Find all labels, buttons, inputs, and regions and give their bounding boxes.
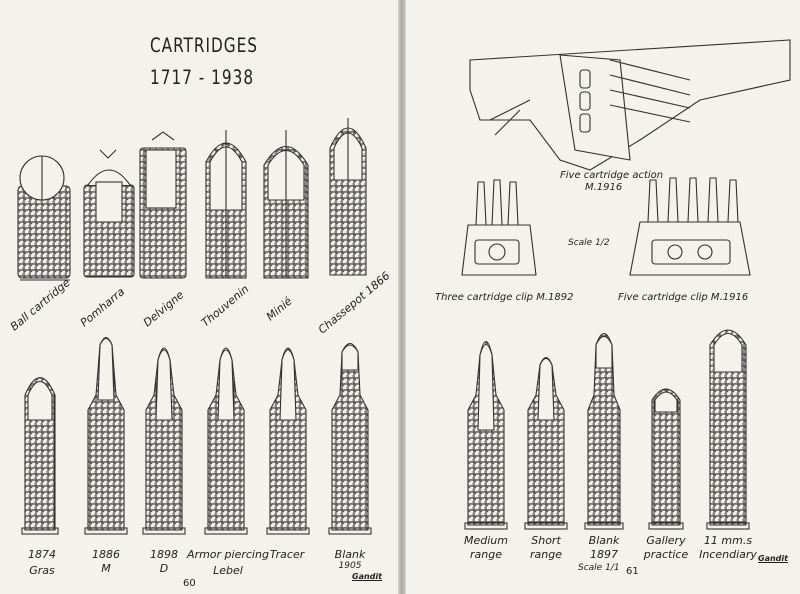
label-practice: practice — [643, 548, 689, 561]
label-1898-year: 1898 — [150, 548, 178, 561]
m-1886-drawing — [84, 336, 128, 535]
short-range-drawing — [524, 356, 568, 530]
three-cartridge-clip-drawing — [461, 179, 537, 276]
five-cartridge-action-drawing — [469, 39, 791, 171]
label-11mm: 11 mm.s — [703, 534, 753, 547]
armor-piercing-lebel-drawing — [204, 347, 248, 535]
page-number-left: 60 — [183, 578, 196, 589]
action-caption: Five cartridge action — [560, 170, 664, 181]
scale-half: Scale 1/2 — [568, 238, 610, 248]
delvigne-cartridge-drawing — [139, 131, 187, 279]
label-1898-name: D — [159, 562, 169, 575]
label-blank: Blank — [334, 548, 366, 561]
label-range-medium: range — [470, 548, 502, 561]
label-blank-1897: Blank — [588, 534, 620, 547]
minie-cartridge-drawing — [263, 130, 309, 279]
label-1886-year: 1886 — [92, 548, 120, 561]
label-lebel: Lebel — [213, 564, 243, 577]
label-incendiary: Incendiary — [699, 548, 757, 561]
page-title: CARTRIDGES — [150, 34, 259, 58]
gras-1874-drawing — [21, 376, 59, 535]
book-gutter — [398, 0, 406, 594]
label-1905: 1905 — [338, 561, 362, 571]
page-number-right: 61 — [626, 566, 639, 577]
d-1898-drawing — [142, 347, 186, 535]
blank-1897-drawing — [584, 332, 624, 530]
label-gallery: Gallery — [646, 534, 686, 547]
five-cartridge-clip-drawing — [629, 177, 751, 276]
date-range: 1717 - 1938 — [150, 66, 255, 90]
thouvenin-cartridge-drawing — [205, 130, 247, 279]
scale-full: Scale 1/1 — [578, 563, 620, 573]
label-1874-name: Gras — [29, 564, 55, 577]
tracer-drawing — [266, 347, 310, 535]
ball-cartridge-drawing — [17, 155, 71, 281]
incendiary-11mm-drawing — [706, 329, 750, 530]
label-medium: Medium — [464, 534, 508, 547]
artist-signature-left: Gandit — [352, 572, 382, 581]
label-short: Short — [531, 534, 561, 547]
three-cartridge-clip-label: Three cartridge clip M.1892 — [435, 292, 574, 303]
label-range-short: range — [530, 548, 562, 561]
artist-signature-right: Gandit — [758, 554, 788, 563]
action-model: M.1916 — [585, 182, 623, 193]
label-1874-year: 1874 — [28, 548, 56, 561]
gallery-practice-drawing — [648, 388, 684, 530]
label-tracer: Tracer — [269, 548, 305, 561]
label-1886-name: M — [101, 562, 111, 575]
medium-range-drawing — [464, 340, 508, 530]
label-1897: 1897 — [590, 548, 618, 561]
chassepot-cartridge-drawing — [329, 118, 367, 276]
label-armor-piercing: Armor piercing — [187, 548, 269, 561]
five-cartridge-clip-label: Five cartridge clip M.1916 — [618, 292, 749, 303]
blank-1905-drawing — [328, 342, 372, 535]
pomharra-cartridge-drawing — [83, 149, 135, 278]
